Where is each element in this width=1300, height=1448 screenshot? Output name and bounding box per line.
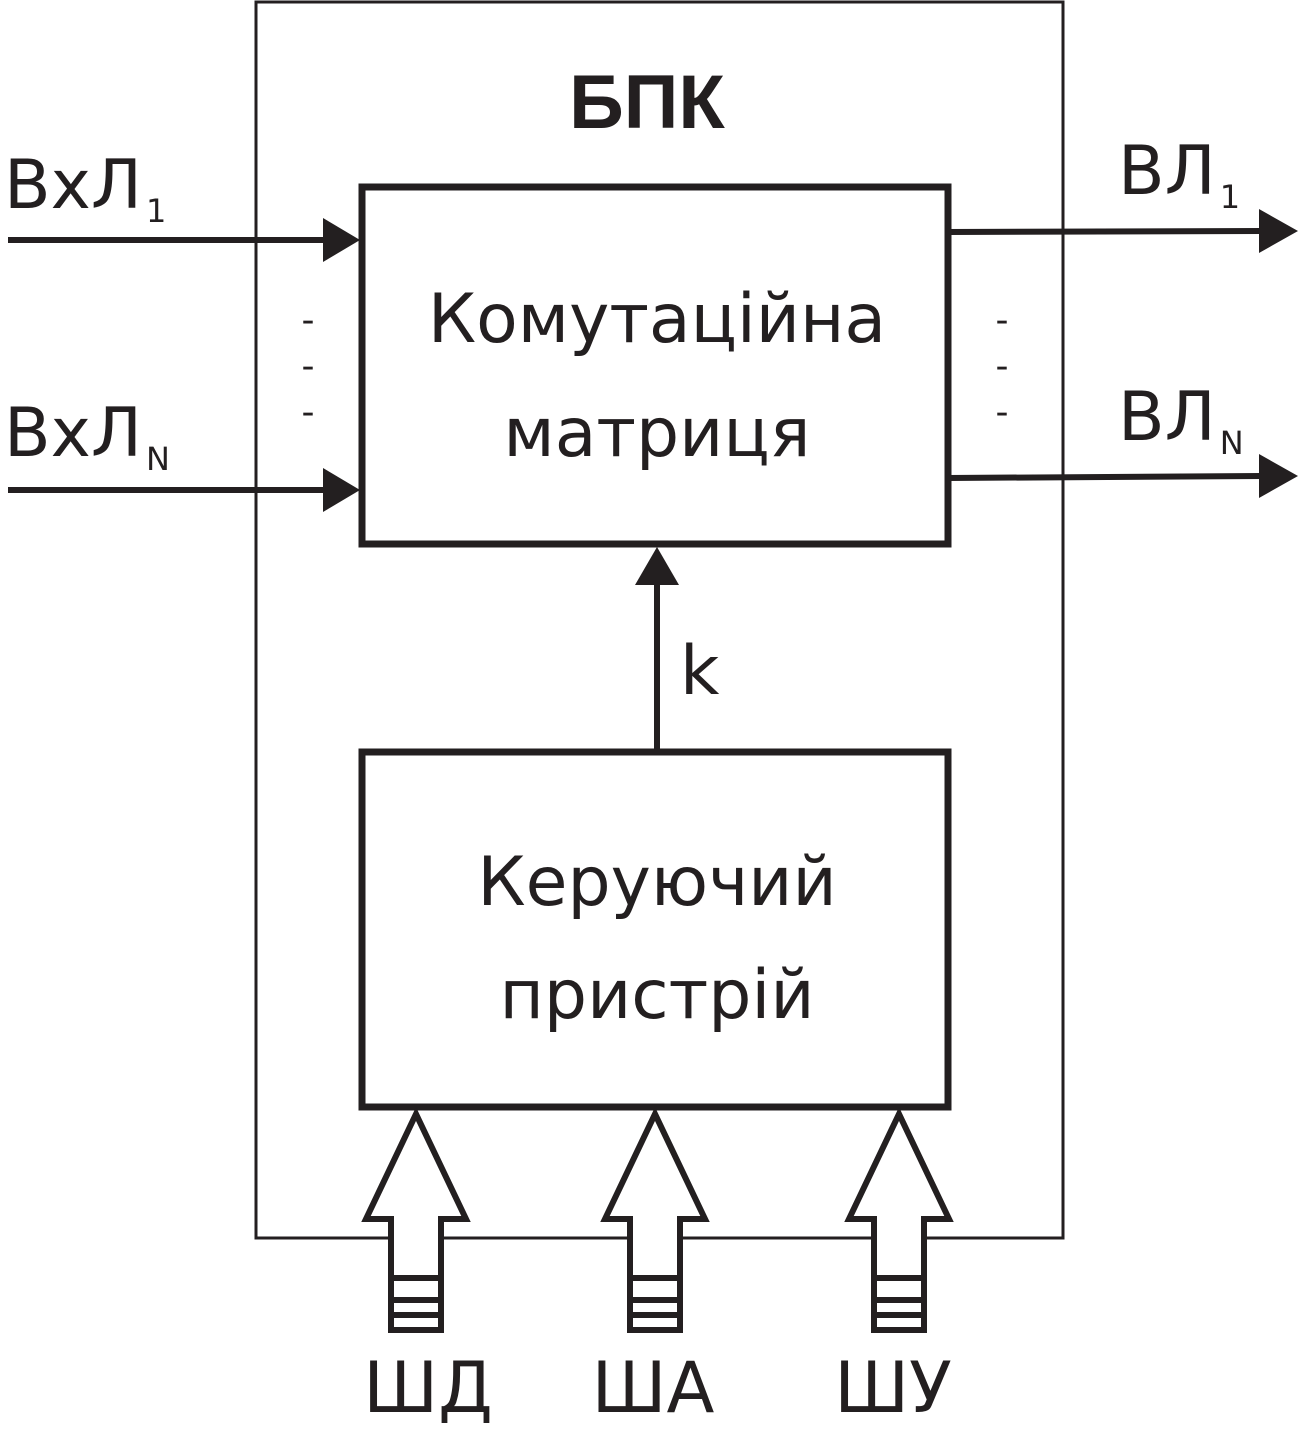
output-label-n-sub: N [1220, 424, 1244, 462]
outer-block-title: БПК [569, 60, 725, 145]
input-ellipsis-3: - [302, 392, 315, 433]
bus-label-control: ШУ [834, 1347, 952, 1429]
input-ellipsis-2: - [302, 346, 315, 387]
input-label-n-sub: N [146, 440, 170, 478]
output-label-1-sub: 1 [1220, 178, 1240, 216]
output-ellipsis-1: - [996, 300, 1009, 341]
bus-label-address: ША [592, 1347, 715, 1429]
input-arrowhead-n [323, 468, 360, 512]
controller-label-line1: Керуючий [477, 843, 836, 922]
input-label-n-base: ВхЛ [4, 394, 142, 473]
output-label-n-base: ВЛ [1118, 378, 1216, 457]
bus-arrow-data [361, 1107, 471, 1333]
switch-matrix-block [358, 183, 952, 548]
bus-arrow-control [844, 1107, 954, 1333]
switch-matrix-label-line2: матриця [503, 394, 810, 473]
controller-block [358, 748, 952, 1111]
input-label-1-sub: 1 [146, 192, 166, 230]
input-arrowhead-1 [323, 218, 360, 262]
output-label-1-base: ВЛ [1118, 132, 1216, 211]
control-signal-label: k [680, 632, 720, 711]
bus-label-data: ШД [363, 1347, 493, 1429]
output-arrowhead-1 [1259, 209, 1298, 253]
input-label-1-base: ВхЛ [4, 146, 142, 225]
output-ellipsis-2: - [996, 346, 1009, 387]
output-arrowhead-n [1259, 454, 1298, 498]
controller-label-line2: пристрій [499, 956, 814, 1035]
output-line-1 [947, 228, 1263, 235]
switch-matrix-label-line1: Комутаційна [428, 280, 886, 359]
input-ellipsis-1: - [302, 300, 315, 341]
output-line-n [947, 473, 1263, 481]
bus-arrow-address [600, 1107, 710, 1333]
output-ellipsis-3: - [996, 392, 1009, 433]
control-signal-arrowhead [635, 547, 679, 585]
